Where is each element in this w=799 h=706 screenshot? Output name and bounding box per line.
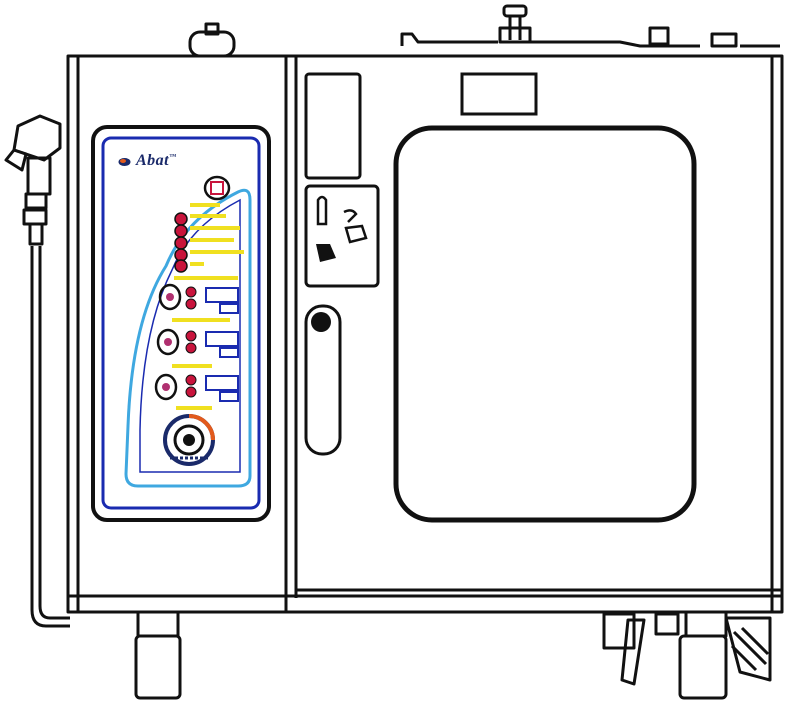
brand-logo: Abat™	[136, 152, 177, 170]
setting-row-time[interactable]	[154, 373, 239, 410]
door-handle-icon[interactable]	[304, 304, 342, 456]
brand-name: Abat	[136, 152, 170, 169]
water-faucet-icon	[4, 114, 70, 628]
top-vent-cap	[188, 22, 236, 58]
knob-icon[interactable]	[163, 414, 215, 466]
drain-assembly	[602, 612, 772, 686]
front-left-foot	[134, 610, 182, 700]
mode-button-top[interactable]	[203, 175, 231, 201]
brand-mark: ™	[169, 152, 177, 161]
upper-vent-slot	[304, 72, 362, 180]
mode-led-list	[174, 203, 244, 280]
front-right-foot	[678, 610, 728, 700]
oven-body	[66, 54, 784, 614]
control-panel	[91, 125, 271, 522]
setting-row-temperature[interactable]	[158, 283, 239, 322]
brand-logo-icon	[118, 158, 131, 166]
steam-valve-icon[interactable]	[304, 184, 380, 288]
setting-row-core-probe[interactable]	[156, 328, 239, 368]
top-exhaust-pipe	[400, 4, 780, 48]
nameplate	[460, 72, 538, 116]
oven-door-window	[393, 125, 697, 523]
